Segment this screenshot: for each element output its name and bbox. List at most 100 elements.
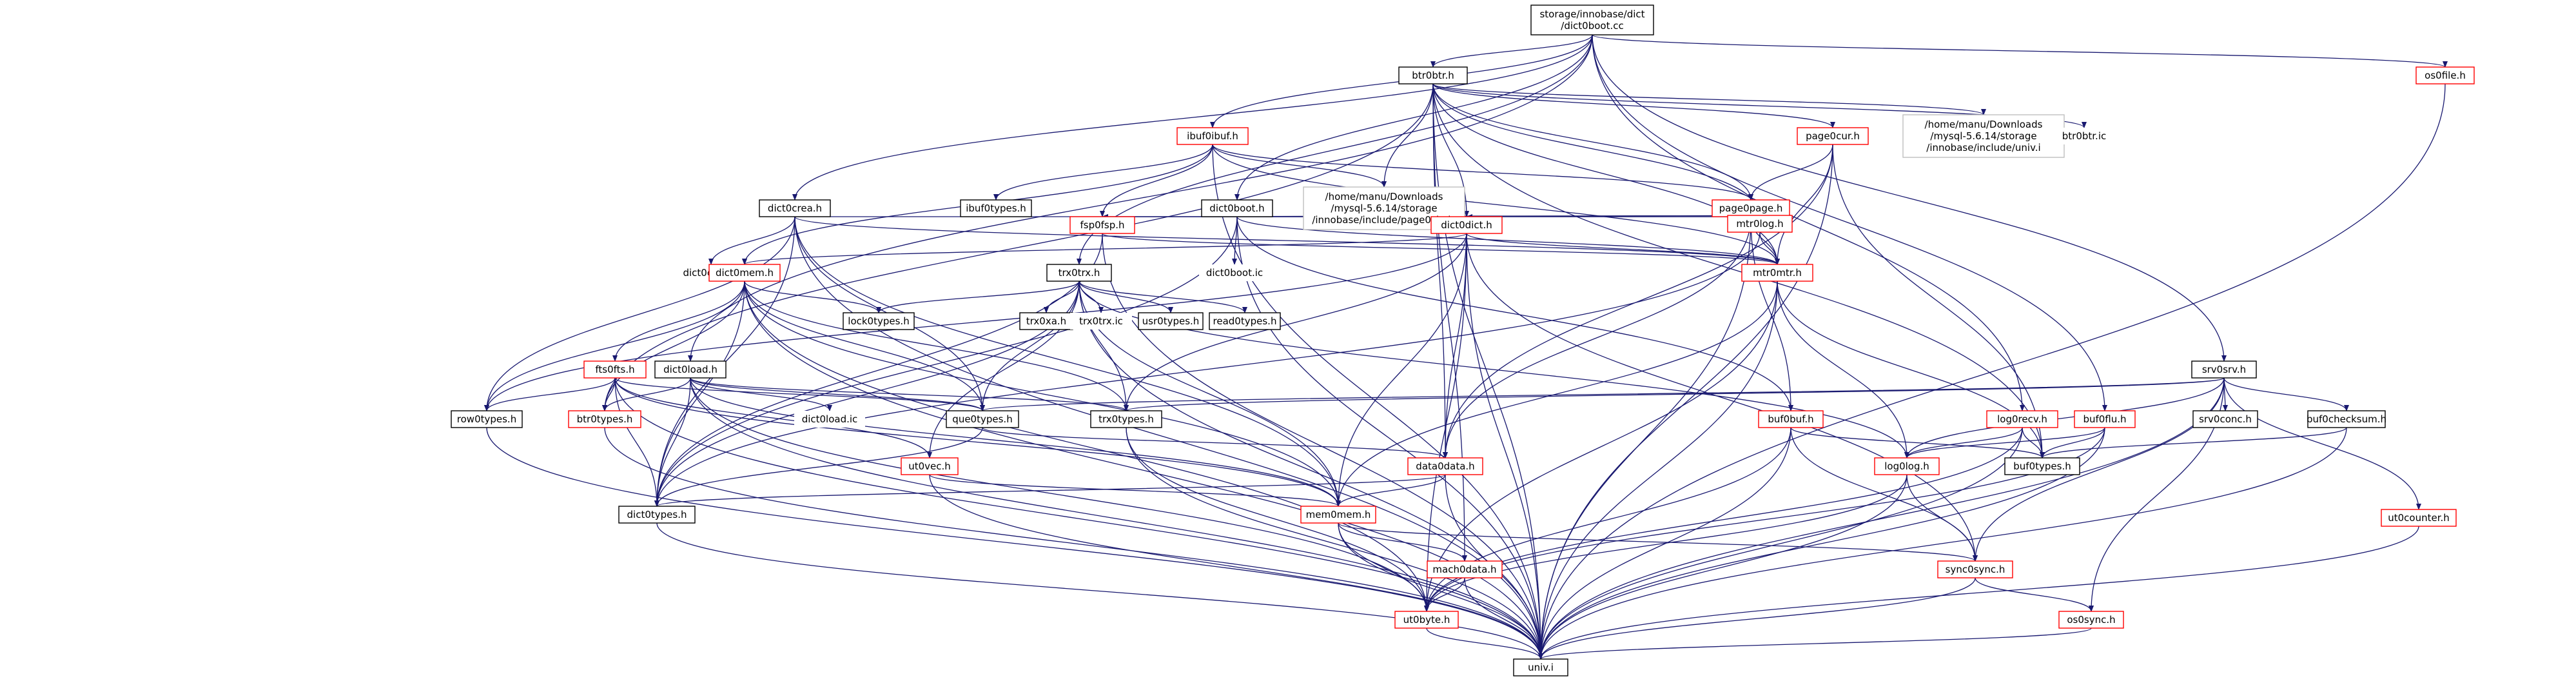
file-node-fts0fts[interactable]: fts0fts.h (583, 360, 647, 379)
node-label: log0recv.h (1997, 413, 2047, 425)
edge-btr0btr-to-buf0types (1432, 83, 2045, 459)
file-node-log0recv[interactable]: log0recv.h (1986, 410, 2058, 428)
file-node-dict0crea[interactable]: dict0crea.h (759, 199, 831, 217)
file-node-data0data[interactable]: data0data.h (1407, 457, 1483, 475)
node-box (708, 264, 781, 282)
file-node-row0types[interactable]: row0types.h (451, 410, 523, 428)
node-box (1407, 457, 1483, 475)
edge-btr0btr-to-btr0types (602, 83, 1434, 411)
edge-ibuf0ibuf-to-dl_page0zip (1212, 144, 1387, 188)
node-label: mem0mem.h (1306, 509, 1371, 520)
file-node-os0sync[interactable]: os0sync.h (2058, 611, 2124, 629)
edge-page0cur-to-data0data (1443, 144, 1833, 459)
file-node-buf0types[interactable]: buf0types.h (2004, 457, 2080, 475)
edge-buf0checksum-to-buf0types (2040, 427, 2347, 459)
file-node-mach0data[interactable]: mach0data.h (1427, 560, 1503, 578)
edge-dict0dict-to-mtr0mtr (1466, 233, 1780, 265)
node-box (2058, 611, 2124, 629)
file-node-log0log[interactable]: log0log.h (1874, 457, 1940, 475)
file-node-btr0types[interactable]: btr0types.h (568, 410, 641, 428)
node-box (654, 360, 727, 379)
edge-mtr0mtr-to-mem0mem (1336, 281, 1778, 507)
edge-dict0boot-to-mtr0mtr (1236, 216, 1780, 265)
node-label: dict0dict.h (1441, 219, 1492, 231)
file-node-page0page[interactable]: page0page.h (1712, 199, 1790, 217)
edge-srv0srv-to-univ (1538, 377, 2225, 660)
node-label: log0log.h (1884, 460, 1929, 472)
file-node-srv0conc[interactable]: srv0conc.h (2192, 410, 2258, 428)
file-node-usr0types[interactable]: usr0types.h (1138, 312, 1204, 330)
edge-dict0dict-to-sync0sync (1466, 233, 1978, 562)
edge-trx0trx-to-lock0types (876, 281, 1080, 313)
file-node-univ[interactable]: univ.i (1513, 658, 1568, 676)
edge-dict0load-to-mem0mem (690, 377, 1341, 507)
node-label: que0types.h (952, 413, 1012, 425)
file-node-sync0sync[interactable]: sync0sync.h (1937, 560, 2013, 578)
node-box (2192, 410, 2258, 428)
file-node-ibuf0ibuf[interactable]: ibuf0ibuf.h (1176, 127, 1249, 145)
node-box (2307, 410, 2386, 428)
file-node-ut0vec[interactable]: ut0vec.h (901, 457, 959, 475)
file-node-buf0flu[interactable]: buf0flu.h (2074, 410, 2136, 428)
file-node-buf0buf[interactable]: buf0buf.h (1758, 410, 1824, 428)
file-node-lock0types[interactable]: lock0types.h (843, 312, 915, 330)
node-box (843, 312, 915, 330)
file-node-mtr0mtr[interactable]: mtr0mtr.h (1741, 264, 1813, 282)
node-label: /innobase/include/univ.i (1926, 142, 2040, 153)
node-label: ut0vec.h (908, 460, 951, 472)
node-label: page0cur.h (1806, 130, 1860, 142)
file-node-srv0srv[interactable]: srv0srv.h (2191, 360, 2257, 379)
edge-dict0crea-to-row0types (484, 216, 795, 411)
file-node-read0types[interactable]: read0types.h (1209, 312, 1281, 330)
node-label: dict0load.h (663, 364, 717, 375)
edge-ibuf0ibuf-to-fsp0fsp (1100, 144, 1213, 217)
node-label: dict0types.h (627, 509, 687, 520)
file-node-que0types[interactable]: que0types.h (946, 410, 1019, 428)
file-node-ut0byte[interactable]: ut0byte.h (1394, 611, 1459, 629)
edge-buf0flu-to-ut0byte (1424, 427, 2105, 612)
edge-root-to-os0file (1592, 34, 2448, 68)
file-node-root[interactable]: storage/innobase/dict/dict0boot.cc (1530, 5, 1654, 35)
node-box (1874, 457, 1940, 475)
edge-data0data-to-mem0mem (1336, 474, 1446, 507)
node-box (1019, 312, 1073, 330)
edge-dict0load-to-univ (690, 377, 1543, 660)
edge-dict0mem-to-mem0mem (744, 281, 1341, 507)
file-node-mtr0log[interactable]: mtr0log.h (1727, 215, 1793, 233)
edge-row0types-to-univ (486, 427, 1543, 660)
edge-dict0crea-to-univ (794, 216, 1543, 660)
node-box (1727, 215, 1793, 233)
node-label: os0file.h (2425, 70, 2466, 81)
file-node-buf0checksum[interactable]: buf0checksum.h (2307, 410, 2386, 428)
node-box (1741, 264, 1813, 282)
file-node-dict0dict[interactable]: dict0dict.h (1430, 216, 1503, 234)
file-node-trx0types[interactable]: trx0types.h (1090, 410, 1162, 428)
file-node-dict0load[interactable]: dict0load.h (654, 360, 727, 379)
file-node-ibuf0types[interactable]: ibuf0types.h (960, 199, 1032, 217)
file-node-trx0xa[interactable]: trx0xa.h (1019, 312, 1073, 330)
file-node-page0cur[interactable]: page0cur.h (1797, 127, 1869, 145)
edge-trx0types-to-univ (1126, 427, 1543, 660)
edge-srv0srv-to-trx0types (1124, 377, 2225, 411)
file-node-trx0trx[interactable]: trx0trx.h (1046, 264, 1112, 282)
edge-mtr0mtr-to-log0log (1777, 281, 1909, 459)
node-label: dict0load.ic (802, 413, 858, 425)
file-node-dict0load-ic: dict0load.ic (794, 411, 865, 428)
file-node-dict0types[interactable]: dict0types.h (618, 506, 696, 524)
edge-os0sync-to-univ (1538, 627, 2092, 660)
edge-dict0dict-to-trx0types (1124, 233, 1467, 411)
file-node-ut0counter[interactable]: ut0counter.h (2381, 509, 2457, 527)
file-node-fsp0fsp[interactable]: fsp0fsp.h (1069, 216, 1135, 234)
edge-ut0vec-to-univ (929, 474, 1543, 660)
edge-mem0mem-to-sync0sync (1338, 522, 1978, 562)
file-node-mem0mem[interactable]: mem0mem.h (1300, 506, 1376, 524)
edge-trx0trx-to-univ (1078, 281, 1543, 660)
file-node-os0file[interactable]: os0file.h (2415, 66, 2475, 84)
edge-srv0srv-to-ut0counter (2223, 377, 2421, 510)
file-node-btr0btr[interactable]: btr0btr.h (1398, 66, 1468, 84)
file-node-dict0boot[interactable]: dict0boot.h (1201, 199, 1273, 217)
file-node-dict0mem[interactable]: dict0mem.h (708, 264, 781, 282)
node-box (2191, 360, 2257, 379)
edge-page0cur-to-page0page (1748, 144, 1833, 201)
edge-root-to-dict0crea (792, 34, 1593, 201)
